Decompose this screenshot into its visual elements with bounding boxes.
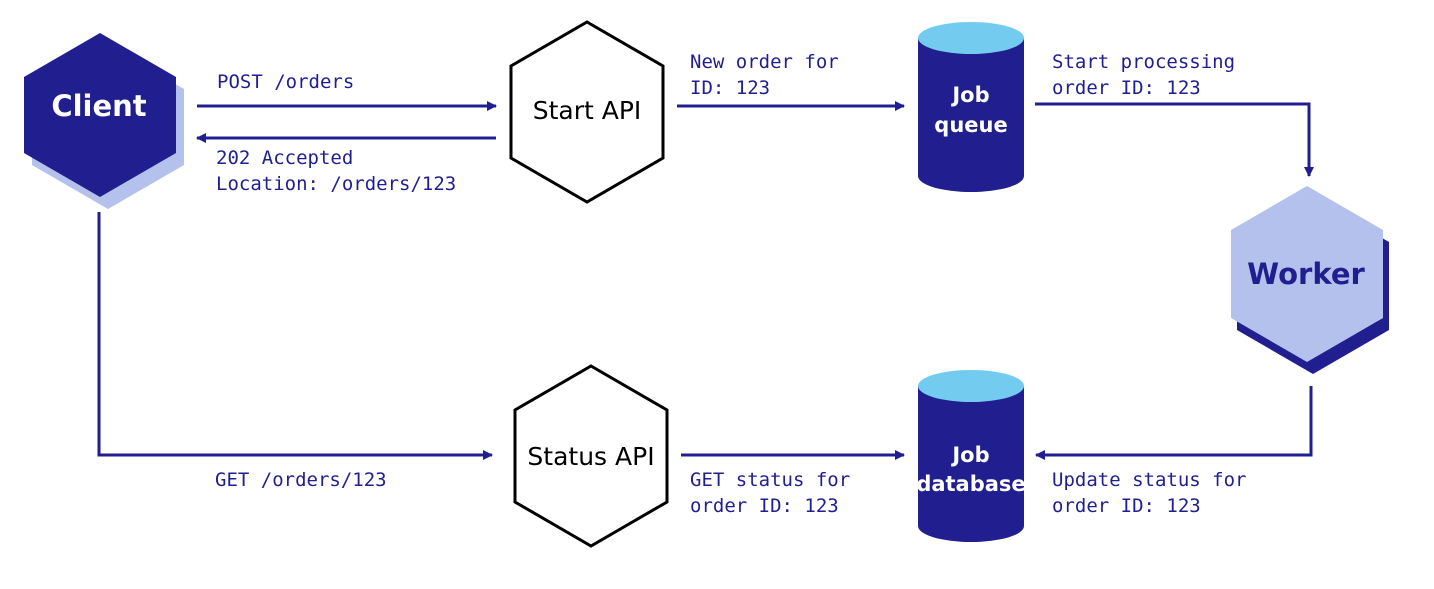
arrow-update-status (1035, 386, 1313, 460)
job-queue-body (918, 38, 1024, 192)
job-queue-node: Job queue (918, 22, 1024, 192)
job-queue-label-line1: Job (950, 83, 989, 107)
client-node-shape (24, 33, 176, 197)
edge-label-new-order-line2: ID: 123 (690, 77, 770, 99)
edge-label-get-orders: GET /orders/123 (215, 469, 387, 491)
job-database-node: Job database (916, 370, 1026, 542)
start-api-label: Start API (533, 96, 642, 125)
edge-label-post-orders: POST /orders (217, 71, 354, 93)
connectors (97, 101, 1314, 460)
job-queue-label-line2: queue (934, 113, 1007, 137)
worker-node-shape (1231, 186, 1383, 362)
worker-node: Worker (1231, 186, 1389, 374)
arrow-start-processing (1035, 102, 1314, 177)
edge-label-get-status-line1: GET status for (690, 469, 850, 491)
job-database-body (918, 386, 1024, 542)
arrow-get-orders (97, 212, 493, 460)
edge-label-accepted-line2: Location: /orders/123 (216, 173, 456, 195)
edge-label-update-status-line2: order ID: 123 (1052, 495, 1201, 517)
edge-label-accepted-line1: 202 Accepted (216, 147, 353, 169)
start-api-shape (509, 20, 665, 204)
job-database-label-line1: Job (950, 443, 989, 467)
edge-label-new-order-line1: New order for (690, 51, 839, 73)
job-database-label-line2: database (916, 472, 1025, 496)
start-api-node: Start API (509, 20, 665, 204)
status-api-shape (513, 364, 669, 548)
edge-label-start-processing-line1: Start processing (1052, 51, 1235, 73)
edge-label-get-status-line2: order ID: 123 (690, 495, 839, 517)
status-api-node: Status API (513, 364, 669, 548)
worker-label: Worker (1247, 257, 1365, 291)
edge-label-start-processing-line2: order ID: 123 (1052, 77, 1201, 99)
job-database-top (918, 370, 1024, 402)
status-api-label: Status API (527, 442, 654, 471)
edge-label-update-status-line1: Update status for (1052, 469, 1246, 491)
client-node: Client (24, 33, 184, 209)
client-label: Client (51, 89, 146, 123)
job-queue-top (918, 22, 1024, 54)
